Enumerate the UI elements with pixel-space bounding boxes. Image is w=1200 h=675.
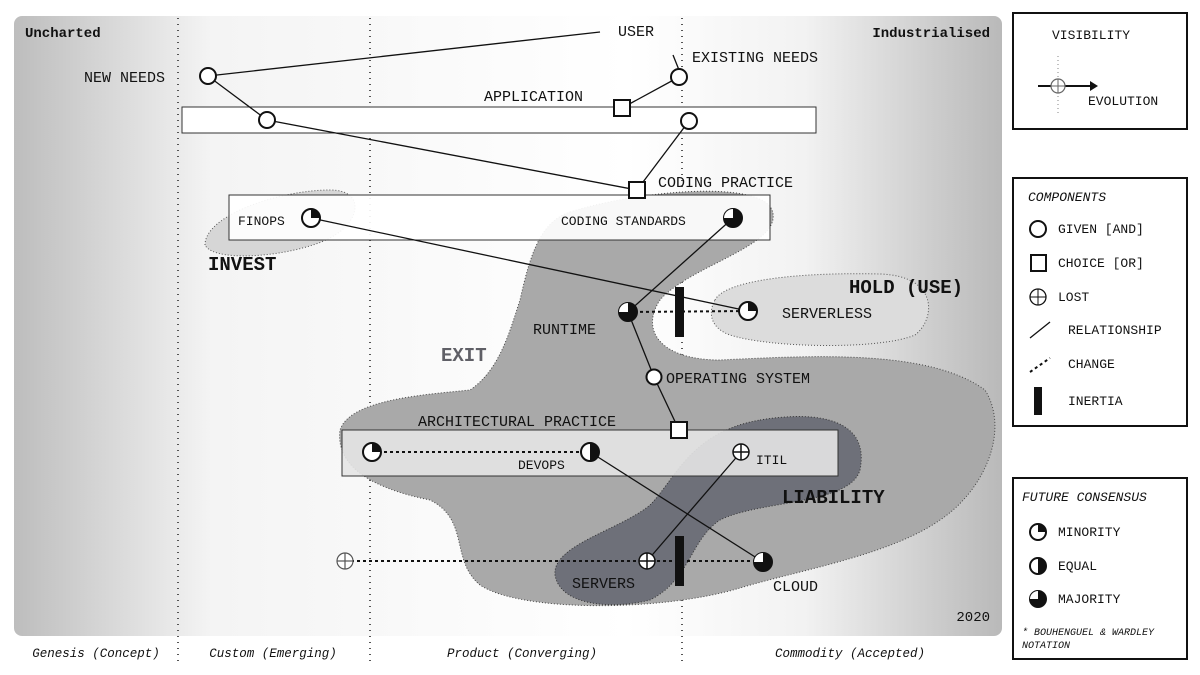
existing-needs-label: EXISTING NEEDS	[692, 50, 818, 67]
notation-note: * BOUHENGUEL & WARDLEY NOTATION	[1022, 628, 1155, 652]
axes-icon	[1038, 56, 1098, 116]
coding-standards-node	[723, 208, 743, 228]
finops-label: FINOPS	[238, 214, 285, 229]
components-title: COMPONENTS	[1028, 190, 1107, 205]
relationship-label: RELATIONSHIP	[1068, 322, 1162, 338]
visibility-label: VISIBILITY	[1052, 28, 1131, 43]
uncharted-label: Uncharted	[25, 26, 101, 42]
lost-origin-node	[336, 552, 354, 570]
legend-axes: VISIBILITY EVOLUTION	[1012, 12, 1188, 130]
minority-icon	[1029, 523, 1047, 541]
change-lines	[345, 310, 763, 562]
new-needs-label: NEW NEEDS	[84, 70, 165, 87]
year-label: 2020	[956, 610, 990, 626]
legend-majority: MAJORITY	[1028, 589, 1120, 609]
evolution-label: EVOLUTION	[1088, 94, 1159, 109]
relationship-icon	[1029, 321, 1051, 339]
consensus-title: FUTURE CONSENSUS	[1022, 490, 1147, 505]
equal-label: EQUAL	[1058, 558, 1098, 574]
cloud-node	[753, 552, 773, 572]
hold-label: HOLD (USE)	[849, 277, 963, 299]
exit-region	[339, 190, 996, 607]
inertia-runtime	[675, 287, 684, 337]
coding-practice-label: CODING PRACTICE	[658, 175, 793, 192]
application-node	[613, 99, 631, 117]
runtime-label: RUNTIME	[533, 322, 596, 339]
devops-label: DEVOPS	[518, 458, 565, 473]
hold-region	[710, 273, 930, 346]
legend-given: GIVEN [AND]	[1028, 219, 1144, 239]
application-left-node	[258, 111, 276, 129]
servers-node	[638, 552, 656, 570]
minority-label: MINORITY	[1058, 524, 1121, 540]
finops-node	[301, 208, 321, 228]
itil-node	[732, 443, 750, 461]
serverless-node	[738, 301, 758, 321]
coding-standards-label: CODING STANDARDS	[561, 214, 686, 229]
stage-commodity: Commodity (Accepted)	[775, 647, 925, 661]
cloud-label: CLOUD	[773, 579, 818, 596]
application-right-node	[680, 112, 698, 130]
change-icon	[1029, 357, 1051, 373]
operating-system-node	[645, 368, 663, 386]
given-icon	[1029, 220, 1047, 238]
application-label: APPLICATION	[484, 89, 583, 106]
operating-system-label: OPERATING SYSTEM	[666, 371, 810, 388]
itil-label: ITIL	[756, 453, 787, 468]
legend-consensus: FUTURE CONSENSUS MINORITY EQUAL MAJORITY…	[1012, 477, 1188, 660]
legend-choice: CHOICE [OR]	[1028, 253, 1144, 273]
inertia-icon	[1034, 387, 1042, 415]
devops-node	[580, 442, 600, 462]
serverless-label: SERVERLESS	[782, 306, 872, 323]
legend-inertia: INERTIA	[1028, 387, 1123, 415]
servers-label: SERVERS	[572, 576, 635, 593]
architectural-practice-node	[670, 421, 688, 439]
stage-custom: Custom (Emerging)	[209, 647, 337, 661]
equal-icon	[1029, 557, 1047, 575]
new-needs-node	[199, 67, 217, 85]
exit-label: EXIT	[441, 345, 487, 367]
choice-icon	[1030, 254, 1047, 272]
runtime-node	[618, 302, 638, 322]
invest-label: INVEST	[208, 254, 276, 276]
user-label: USER	[618, 24, 654, 41]
stage-product: Product (Converging)	[447, 647, 597, 661]
lost-icon	[1029, 288, 1047, 306]
inertia-servers	[675, 536, 684, 586]
architectural-practice-label: ARCHITECTURAL PRACTICE	[418, 414, 616, 431]
majority-icon	[1029, 590, 1047, 608]
coding-practice-node	[628, 181, 646, 199]
stage-genesis: Genesis (Concept)	[32, 647, 160, 661]
choice-label: CHOICE [OR]	[1058, 255, 1144, 271]
legend-relationship: RELATIONSHIP	[1028, 320, 1162, 340]
legend-change: CHANGE	[1028, 354, 1115, 374]
application-pipeline	[181, 106, 817, 134]
architectural-left-node	[362, 442, 382, 462]
change-label: CHANGE	[1068, 356, 1115, 372]
legend-components: COMPONENTS GIVEN [AND] CHOICE [OR] LOST …	[1012, 177, 1188, 427]
majority-label: MAJORITY	[1058, 591, 1121, 607]
lost-label: LOST	[1058, 289, 1090, 305]
liability-label: LIABILITY	[782, 487, 885, 509]
legend-equal: EQUAL	[1028, 556, 1097, 576]
industrialised-label: Industrialised	[872, 26, 990, 42]
nodes	[199, 67, 698, 439]
legend-lost: LOST	[1028, 287, 1089, 307]
inertia-label: INERTIA	[1068, 393, 1123, 409]
existing-needs-node	[670, 68, 688, 86]
given-label: GIVEN [AND]	[1058, 221, 1144, 237]
legend-minority: MINORITY	[1028, 522, 1120, 542]
